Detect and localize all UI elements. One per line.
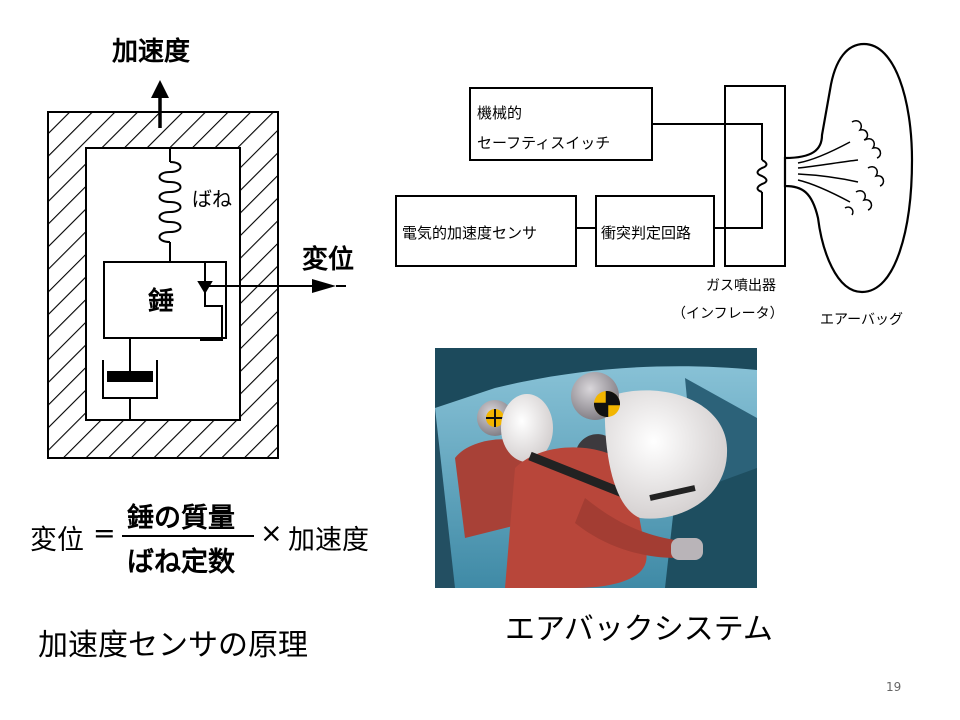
formula-times: × xyxy=(260,518,283,549)
inflator-label-2: （インフレータ） xyxy=(672,306,784,322)
mechanical-switch-box xyxy=(469,87,653,161)
displacement-formula: 変位 = 錘の質量 ばね定数 × 加速度 xyxy=(30,496,410,578)
formula-denominator: ばね定数 xyxy=(127,547,235,578)
displacement-arrow xyxy=(205,279,346,293)
airbag-balloon xyxy=(783,42,914,294)
mechanical-switch-label-2: セーフティスイッチ xyxy=(477,134,610,152)
crash-test-photo xyxy=(435,348,757,588)
spring-coil xyxy=(158,148,182,262)
electric-sensor-label: 電気的加速度センサ xyxy=(402,224,537,242)
inflator-box xyxy=(724,85,786,267)
inflator-label-1: ガス噴出器 xyxy=(706,278,776,294)
fraction-bar xyxy=(122,535,254,537)
formula-equals: = xyxy=(93,518,116,549)
accelerometer-diagram: 加速度 ばね 変位 錘 xyxy=(47,36,354,459)
acceleration-label: 加速度 xyxy=(112,36,190,67)
spring-label: ばね xyxy=(192,187,232,211)
acceleration-arrow xyxy=(151,80,169,128)
electric-sensor-box xyxy=(395,195,577,267)
mass-label: 錘 xyxy=(148,286,174,317)
sensor-caption: 加速度センサの原理 xyxy=(38,628,308,663)
wiring xyxy=(576,123,768,229)
airbag-label: エアーバッグ xyxy=(820,312,903,328)
formula-numerator: 錘の質量 xyxy=(127,503,235,534)
mechanical-switch-label-1: 機械的 xyxy=(477,104,522,122)
formula-rhs: 加速度 xyxy=(288,525,369,556)
collision-circuit-box xyxy=(595,195,715,267)
airbag-system-diagram: 機械的 セーフティスイッチ 電気的加速度センサ 衝突判定回路 ガス噴出器 （イン… xyxy=(395,42,914,328)
formula-lhs: 変位 xyxy=(30,525,84,556)
collision-circuit-label: 衝突判定回路 xyxy=(601,224,691,242)
page-number: 19 xyxy=(886,680,902,694)
damper xyxy=(102,338,158,420)
displacement-label: 変位 xyxy=(302,244,354,275)
airbag-caption: エアバックシステム xyxy=(505,612,773,647)
gas-jets xyxy=(797,119,885,216)
